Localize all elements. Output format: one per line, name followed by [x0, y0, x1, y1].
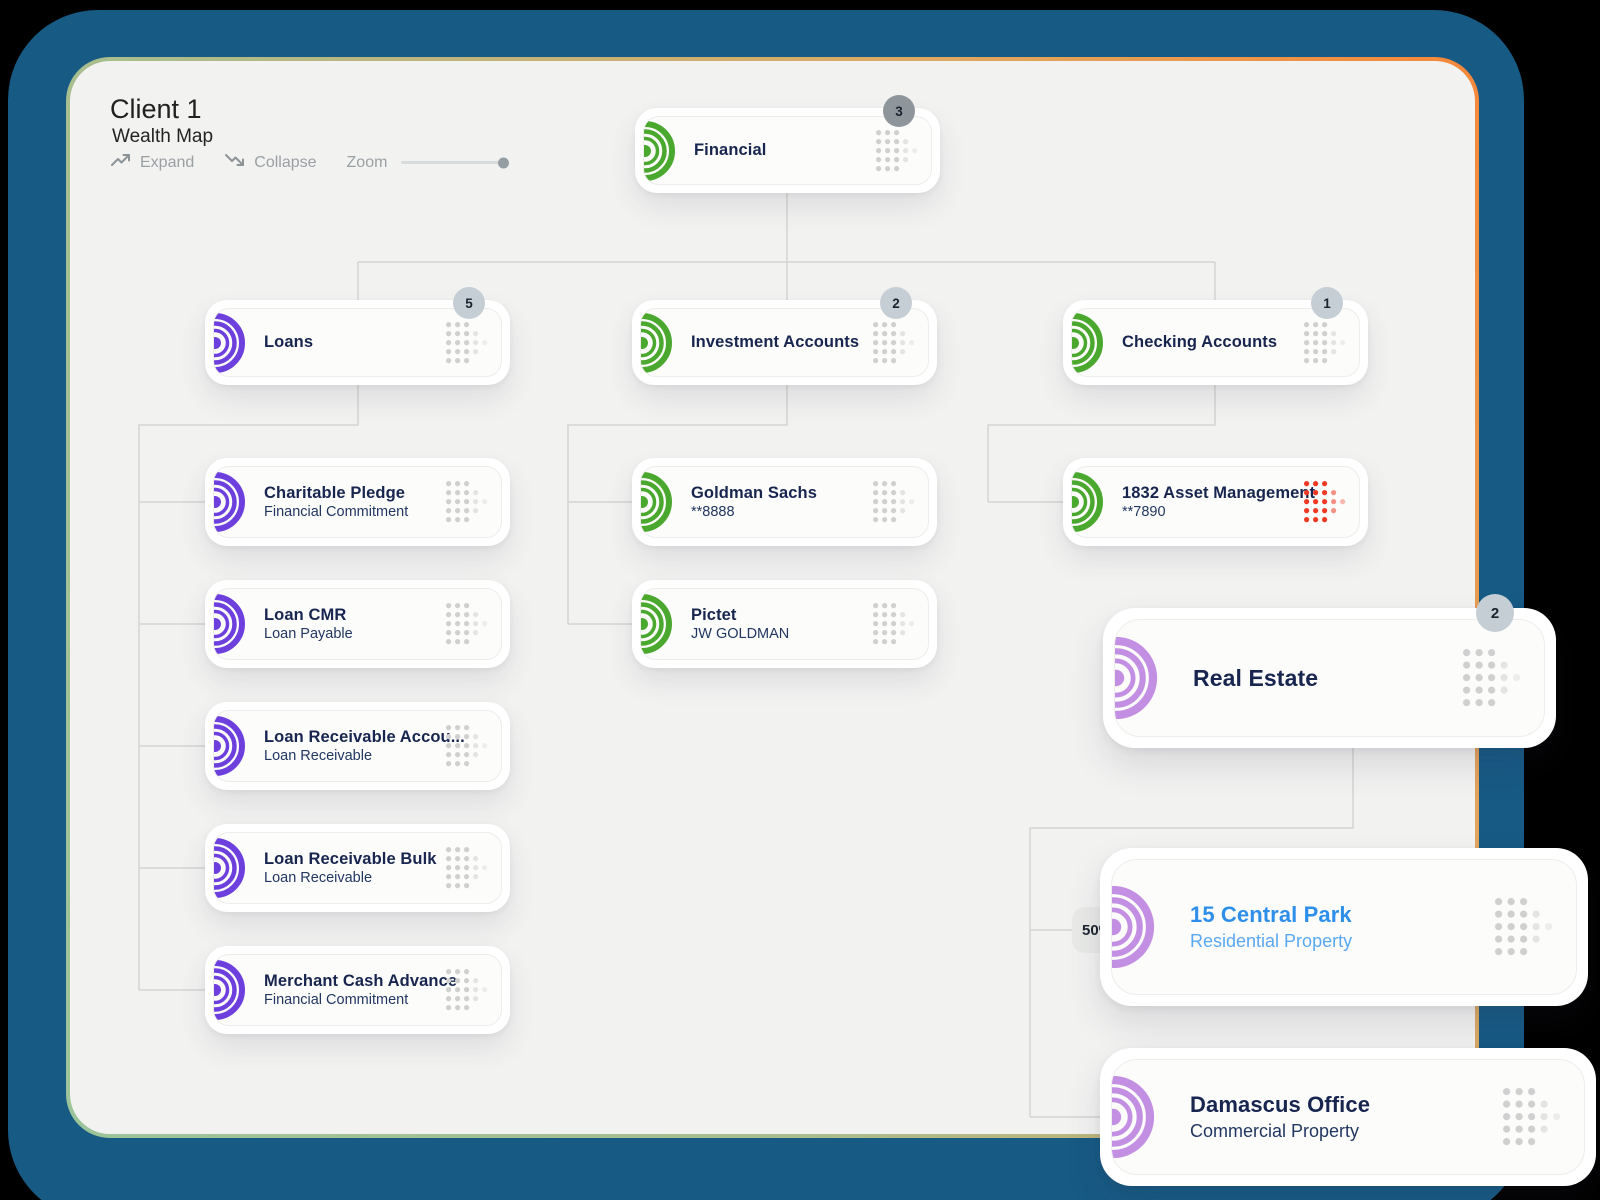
- toolbar: Expand Collapse Zoom: [110, 152, 510, 173]
- drag-handle-icon[interactable]: [445, 321, 489, 365]
- expand-button[interactable]: Expand: [110, 152, 194, 173]
- zoom-slider-track[interactable]: [401, 157, 510, 168]
- node-title: Financial: [694, 141, 767, 159]
- drag-handle-icon[interactable]: [872, 321, 916, 365]
- node-title: Checking Accounts: [1122, 333, 1278, 351]
- node-title: Loan CMR: [264, 606, 347, 624]
- drag-handle-icon[interactable]: [445, 480, 489, 524]
- zoom-slider-thumb[interactable]: [498, 157, 510, 168]
- ripple-icon: [214, 594, 250, 654]
- alert-drag-handle-icon[interactable]: [1303, 480, 1347, 524]
- ripple-icon: [1112, 1075, 1161, 1159]
- node-damascus-office[interactable]: Damascus Office Commercial Property: [1100, 1048, 1596, 1186]
- node-15-central-park[interactable]: 15 Central Park Residential Property: [1100, 848, 1588, 1006]
- ripple-icon: [1072, 472, 1108, 532]
- node-subtitle: **7890: [1122, 504, 1166, 520]
- drag-handle-icon[interactable]: [445, 602, 489, 646]
- node-title: Loans: [264, 333, 314, 351]
- ripple-icon: [641, 472, 677, 532]
- node-loan-receivable-account[interactable]: Loan Receivable Accou... Loan Receivable: [205, 702, 510, 790]
- node-loans[interactable]: 5 Loans: [205, 287, 510, 385]
- drag-handle-icon[interactable]: [872, 480, 916, 524]
- collapse-zigzag-icon: [224, 152, 246, 173]
- node-goldman-sachs[interactable]: Goldman Sachs **8888: [632, 458, 937, 546]
- ripple-icon: [214, 312, 250, 373]
- count-badge: 3: [883, 95, 915, 127]
- collapse-button[interactable]: Collapse: [224, 152, 317, 173]
- drag-handle-icon[interactable]: [445, 968, 489, 1012]
- node-checking-accounts[interactable]: 1 Checking Accounts: [1063, 287, 1368, 385]
- node-title: Pictet: [691, 606, 737, 624]
- ripple-icon: [1115, 636, 1164, 720]
- ripple-icon: [641, 594, 677, 654]
- collapse-label: Collapse: [254, 153, 317, 171]
- expand-zigzag-icon: [110, 152, 132, 173]
- node-subtitle: **8888: [691, 504, 735, 520]
- node-subtitle: JW GOLDMAN: [691, 626, 790, 642]
- client-title: Client 1: [110, 94, 202, 124]
- node-subtitle: Loan Payable: [264, 626, 353, 642]
- node-title: Real Estate: [1193, 664, 1319, 691]
- node-title: Loan Receivable Accou...: [264, 728, 465, 746]
- node-title: Loan Receivable Bulk: [264, 850, 437, 868]
- count-badge: 5: [453, 287, 485, 319]
- node-subtitle: Loan Receivable: [264, 748, 373, 764]
- node-real-estate[interactable]: 2 Real Estate: [1103, 594, 1556, 748]
- node-title: Investment Accounts: [691, 333, 860, 351]
- drag-handle-icon[interactable]: [1494, 897, 1554, 957]
- drag-handle-icon[interactable]: [1462, 648, 1522, 708]
- node-investment-accounts[interactable]: 2 Investment Accounts: [632, 287, 937, 385]
- ripple-icon: [644, 120, 680, 181]
- ripple-icon: [214, 716, 250, 776]
- node-charitable-pledge[interactable]: Charitable Pledge Financial Commitment: [205, 458, 510, 546]
- ripple-icon: [214, 838, 250, 898]
- ripple-icon: [214, 472, 250, 532]
- node-title: Merchant Cash Advance: [264, 972, 458, 990]
- node-financial[interactable]: 3 Financial: [635, 95, 940, 193]
- node-subtitle: Financial Commitment: [264, 504, 409, 520]
- node-1832-asset-management[interactable]: 1832 Asset Management **7890: [1063, 458, 1368, 546]
- node-title: 1832 Asset Management: [1122, 484, 1316, 502]
- drag-handle-icon[interactable]: [445, 846, 489, 890]
- ripple-icon: [214, 960, 250, 1020]
- expand-label: Expand: [140, 153, 195, 171]
- node-subtitle: Financial Commitment: [264, 992, 409, 1008]
- node-pictet[interactable]: Pictet JW GOLDMAN: [632, 580, 937, 668]
- ripple-icon: [1072, 312, 1108, 373]
- ripple-icon: [641, 312, 677, 373]
- node-title: Charitable Pledge: [264, 484, 406, 502]
- node-subtitle: Commercial Property: [1190, 1121, 1360, 1141]
- page-title: Wealth Map: [112, 126, 214, 147]
- node-title: Goldman Sachs: [691, 484, 818, 502]
- drag-handle-icon[interactable]: [1502, 1087, 1562, 1147]
- zoom-label: Zoom: [346, 153, 388, 171]
- node-merchant-cash-advance[interactable]: Merchant Cash Advance Financial Commitme…: [205, 946, 510, 1034]
- node-title: Damascus Office: [1190, 1092, 1371, 1117]
- node-subtitle: Residential Property: [1190, 931, 1353, 951]
- count-badge: 1: [1311, 287, 1343, 319]
- count-badge: 2: [880, 287, 912, 319]
- drag-handle-icon[interactable]: [445, 724, 489, 768]
- node-title: 15 Central Park: [1190, 902, 1352, 927]
- count-badge: 2: [1476, 594, 1514, 632]
- ripple-icon: [1112, 885, 1161, 969]
- drag-handle-icon[interactable]: [875, 129, 919, 173]
- node-subtitle: Loan Receivable: [264, 870, 373, 886]
- zoom-control: Zoom: [346, 153, 510, 172]
- node-loan-cmr[interactable]: Loan CMR Loan Payable: [205, 580, 510, 668]
- drag-handle-icon[interactable]: [1303, 321, 1347, 365]
- drag-handle-icon[interactable]: [872, 602, 916, 646]
- node-loan-receivable-bulk[interactable]: Loan Receivable Bulk Loan Receivable: [205, 824, 510, 912]
